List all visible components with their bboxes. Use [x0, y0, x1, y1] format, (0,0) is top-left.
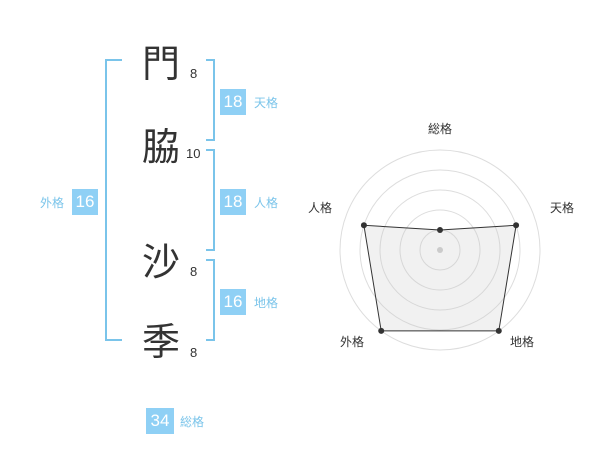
radar-polygon	[363, 224, 517, 332]
soukaku-value: 34	[146, 408, 174, 434]
stroke-count-2: 10	[186, 146, 201, 161]
radar-ring	[359, 169, 521, 331]
radar-ring	[399, 209, 481, 291]
radar-point-4	[360, 222, 367, 229]
stroke-count-3: 8	[190, 264, 198, 279]
gaikaku-bracket	[105, 59, 122, 341]
tenkaku-label: 天格	[254, 96, 279, 110]
radar-axis-label-jinkaku: 人格	[308, 201, 333, 215]
radar-ring	[379, 189, 501, 311]
chikaku-bracket	[206, 259, 215, 341]
name-char-2: 脇	[142, 125, 181, 169]
radar-point-0	[437, 227, 443, 233]
gaikaku-value: 16	[72, 189, 98, 215]
jinkaku-bracket	[206, 149, 215, 251]
radar-point-1	[513, 222, 520, 229]
radar-axis-label-gaikaku: 外格	[340, 335, 365, 349]
radar-center	[437, 247, 443, 253]
radar-point-3	[378, 327, 385, 334]
name-char-4: 季	[142, 320, 181, 364]
radar-axis-label-tenkaku: 天格	[550, 201, 575, 215]
name-char-1: 門	[142, 42, 181, 86]
chikaku-label: 地格	[254, 296, 279, 310]
chikaku-value: 16	[220, 289, 246, 315]
radar-ring	[339, 149, 541, 351]
tenkaku-bracket	[206, 59, 215, 141]
radar-point-2	[495, 327, 502, 334]
jinkaku-value: 18	[220, 189, 246, 215]
name-char-3: 沙	[142, 240, 181, 284]
tenkaku-value: 18	[220, 89, 246, 115]
stroke-count-4: 8	[190, 345, 198, 360]
gaikaku-label: 外格	[40, 196, 65, 210]
stroke-count-1: 8	[190, 66, 198, 81]
jinkaku-label: 人格	[254, 196, 279, 210]
radar-axis-label-soukaku: 総格	[428, 122, 453, 136]
radar-axis-label-chikaku: 地格	[510, 335, 535, 349]
soukaku-label: 総格	[180, 415, 205, 429]
